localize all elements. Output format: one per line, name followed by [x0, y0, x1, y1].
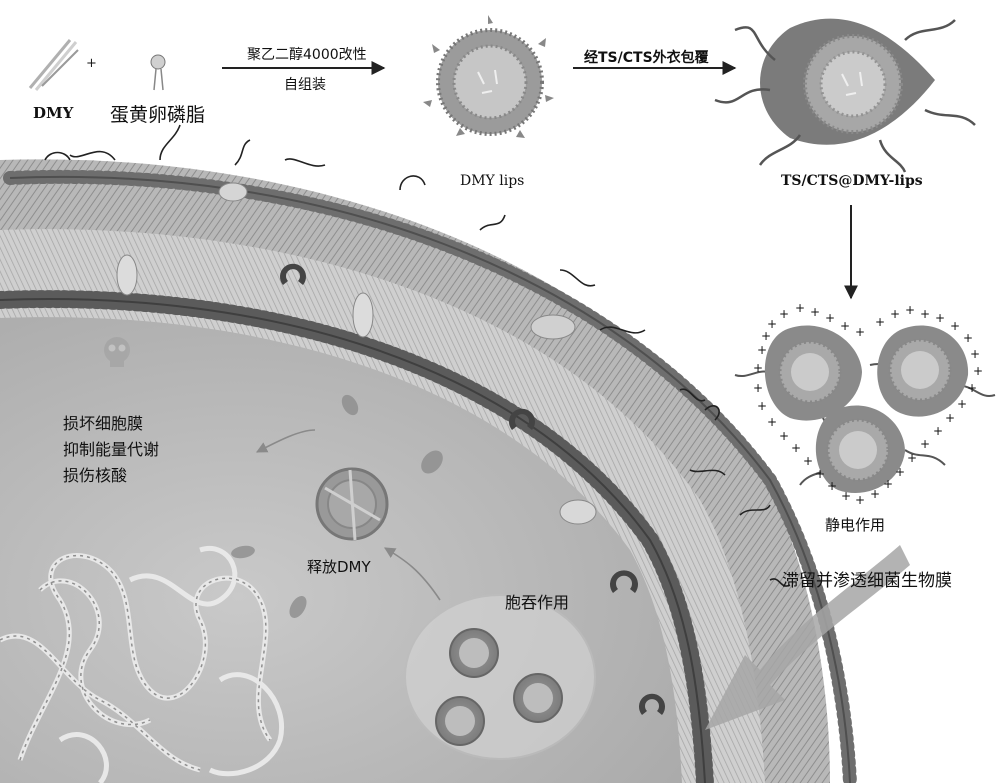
charge-plus: + [855, 493, 865, 507]
charge-plus: + [767, 415, 777, 429]
endocytic-vesicle [404, 594, 596, 760]
charge-plus: + [779, 307, 789, 321]
charge-plus: + [815, 467, 825, 481]
charge-plus: + [973, 364, 983, 378]
charge-plus: + [761, 329, 771, 343]
antibacterial-effects-list: 损坏细胞膜 抑制能量代谢 损伤核酸 [63, 411, 159, 489]
charge-plus: + [950, 319, 960, 333]
charge-plus: + [827, 479, 837, 493]
charge-plus: + [907, 451, 917, 465]
charge-plus: + [803, 454, 813, 468]
penetration-arrow [705, 545, 910, 730]
charge-plus: + [791, 441, 801, 455]
lecithin-label: 蛋黄卵磷脂 [110, 104, 206, 126]
charge-plus: + [905, 303, 915, 317]
charge-plus: + [870, 487, 880, 501]
charge-plus: + [967, 381, 977, 395]
charge-plus: + [767, 317, 777, 331]
charge-plus: + [841, 489, 851, 503]
positive-charges: ++++++++++++++++++++++++++++++++++++++ [753, 301, 983, 507]
charge-plus: + [933, 424, 943, 438]
membrane-proteins [116, 182, 665, 715]
charge-plus: + [920, 437, 930, 451]
aggregated-liposomes [734, 325, 996, 494]
charge-plus: + [970, 347, 980, 361]
charge-plus: + [753, 361, 763, 375]
coating-arrow-label: 经TS/CTS外衣包覆 [584, 50, 709, 66]
effect-arrow [256, 429, 316, 453]
charge-plus: + [810, 305, 820, 319]
internalized-liposome [449, 628, 499, 678]
assembly-arrow-bottom-label: 自组装 [284, 77, 326, 93]
charge-plus: + [753, 381, 763, 395]
charge-plus: + [945, 411, 955, 425]
charge-plus: + [920, 307, 930, 321]
plus-sign: + [86, 56, 97, 71]
charge-plus: + [890, 307, 900, 321]
assembly-arrow-top-label: 聚乙二醇4000改性 [247, 47, 367, 63]
release-arrow [384, 547, 441, 601]
endocytosis-label: 胞吞作用 [505, 593, 570, 612]
internalized-liposome [435, 696, 485, 746]
lecithin-molecule-icon [150, 54, 166, 91]
charge-plus: + [963, 331, 973, 345]
charge-plus: + [883, 477, 893, 491]
charge-plus: + [757, 343, 767, 357]
dmy-molecule-icon [28, 39, 79, 91]
dmy-label: DMY [33, 104, 74, 122]
dmy-lips-label: DMY lips [460, 173, 525, 189]
electrostatic-label: 静电作用 [825, 516, 886, 534]
retain-penetrate-label: 滞留并渗透细菌生物膜 [782, 571, 952, 591]
charge-plus: + [935, 311, 945, 325]
coated-liposome-icon [714, 18, 976, 173]
effect-item: 损伤核酸 [63, 466, 128, 485]
internalized-liposome [513, 673, 563, 723]
broken-liposome [315, 467, 389, 541]
skull-icon [104, 337, 130, 367]
charge-plus: + [895, 465, 905, 479]
charge-plus: + [875, 315, 885, 329]
charge-plus: + [825, 311, 835, 325]
charge-plus: + [855, 325, 865, 339]
effect-item: 损坏细胞膜 [63, 414, 144, 433]
charge-plus: + [779, 429, 789, 443]
dmy-liposome-icon [423, 15, 554, 138]
charge-plus: + [840, 319, 850, 333]
effect-item: 抑制能量代谢 [63, 440, 160, 459]
charge-plus: + [795, 301, 805, 315]
surface-lipopolysaccharides [44, 124, 791, 587]
charge-plus: + [757, 399, 767, 413]
charge-plus: + [957, 397, 967, 411]
coated-liposome-label: TS/CTS@DMY-lips [781, 173, 923, 189]
release-dmy-label: 释放DMY [307, 558, 371, 576]
damaged-bacteria-icons [231, 394, 443, 618]
